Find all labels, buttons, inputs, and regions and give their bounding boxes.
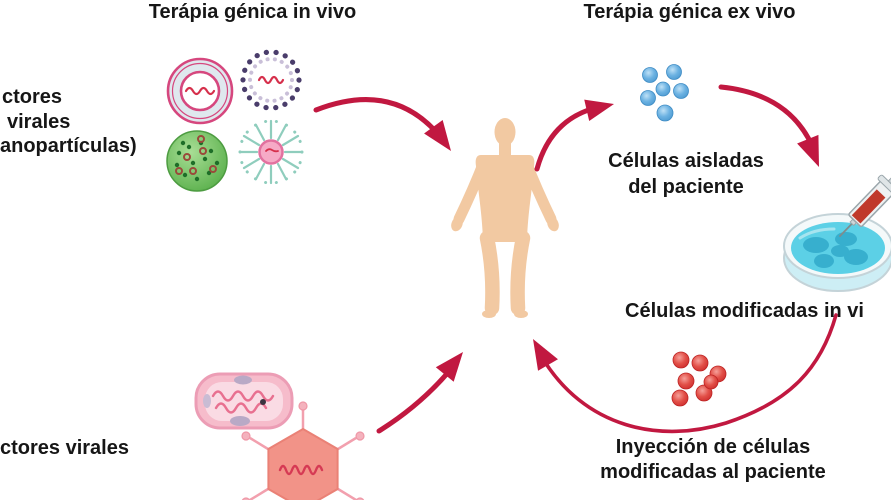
label-isolated-line1: Células aisladas <box>608 150 764 172</box>
lipid-bilayer-nanoparticle-icon <box>240 49 302 111</box>
patient-body-icon <box>451 118 559 318</box>
arrow-patient-to-isolated-cells <box>534 99 614 172</box>
label-injection-line1: Inyección de células <box>615 436 811 458</box>
label-nonviral-line3: anopartículas) <box>0 135 137 157</box>
label-isolated-cells: Células aisladas del paciente <box>584 148 788 200</box>
label-isolated-line2: del paciente <box>628 176 744 198</box>
modified-cells-icon <box>671 351 727 407</box>
arrow-nonviral-to-patient <box>313 97 451 151</box>
arrow-injection-to-patient <box>533 313 838 434</box>
hexagonal-virus-icon <box>241 401 365 500</box>
arrow-viral-to-patient <box>376 352 463 434</box>
isolated-cells-icon <box>640 64 689 122</box>
arrow-cells-to-dish <box>718 84 819 167</box>
petri-dish-icon <box>783 213 891 292</box>
label-injection: Inyección de células modificadas al paci… <box>563 435 863 485</box>
title-ex-vivo: Terápia génica ex vivo <box>583 1 796 23</box>
label-nonviral-vectors: ctores virales anopartículas) <box>0 85 137 159</box>
syringe-icon <box>838 170 891 238</box>
polymer-nanoparticle-icon <box>166 130 228 192</box>
cell-icon <box>194 372 294 430</box>
micelle-nanoparticle-icon <box>238 119 304 185</box>
label-injection-line2: modificadas al paciente <box>600 461 826 483</box>
liposome-ring-icon <box>166 57 234 125</box>
label-modified-cells: Células modificadas in vi <box>625 300 864 322</box>
label-nonviral-line1: ctores <box>2 86 63 108</box>
label-nonviral-line2: virales <box>7 110 71 133</box>
label-viral-vectors: ctores virales <box>0 437 129 459</box>
title-in-vivo: Terápia génica in vivo <box>148 1 357 23</box>
